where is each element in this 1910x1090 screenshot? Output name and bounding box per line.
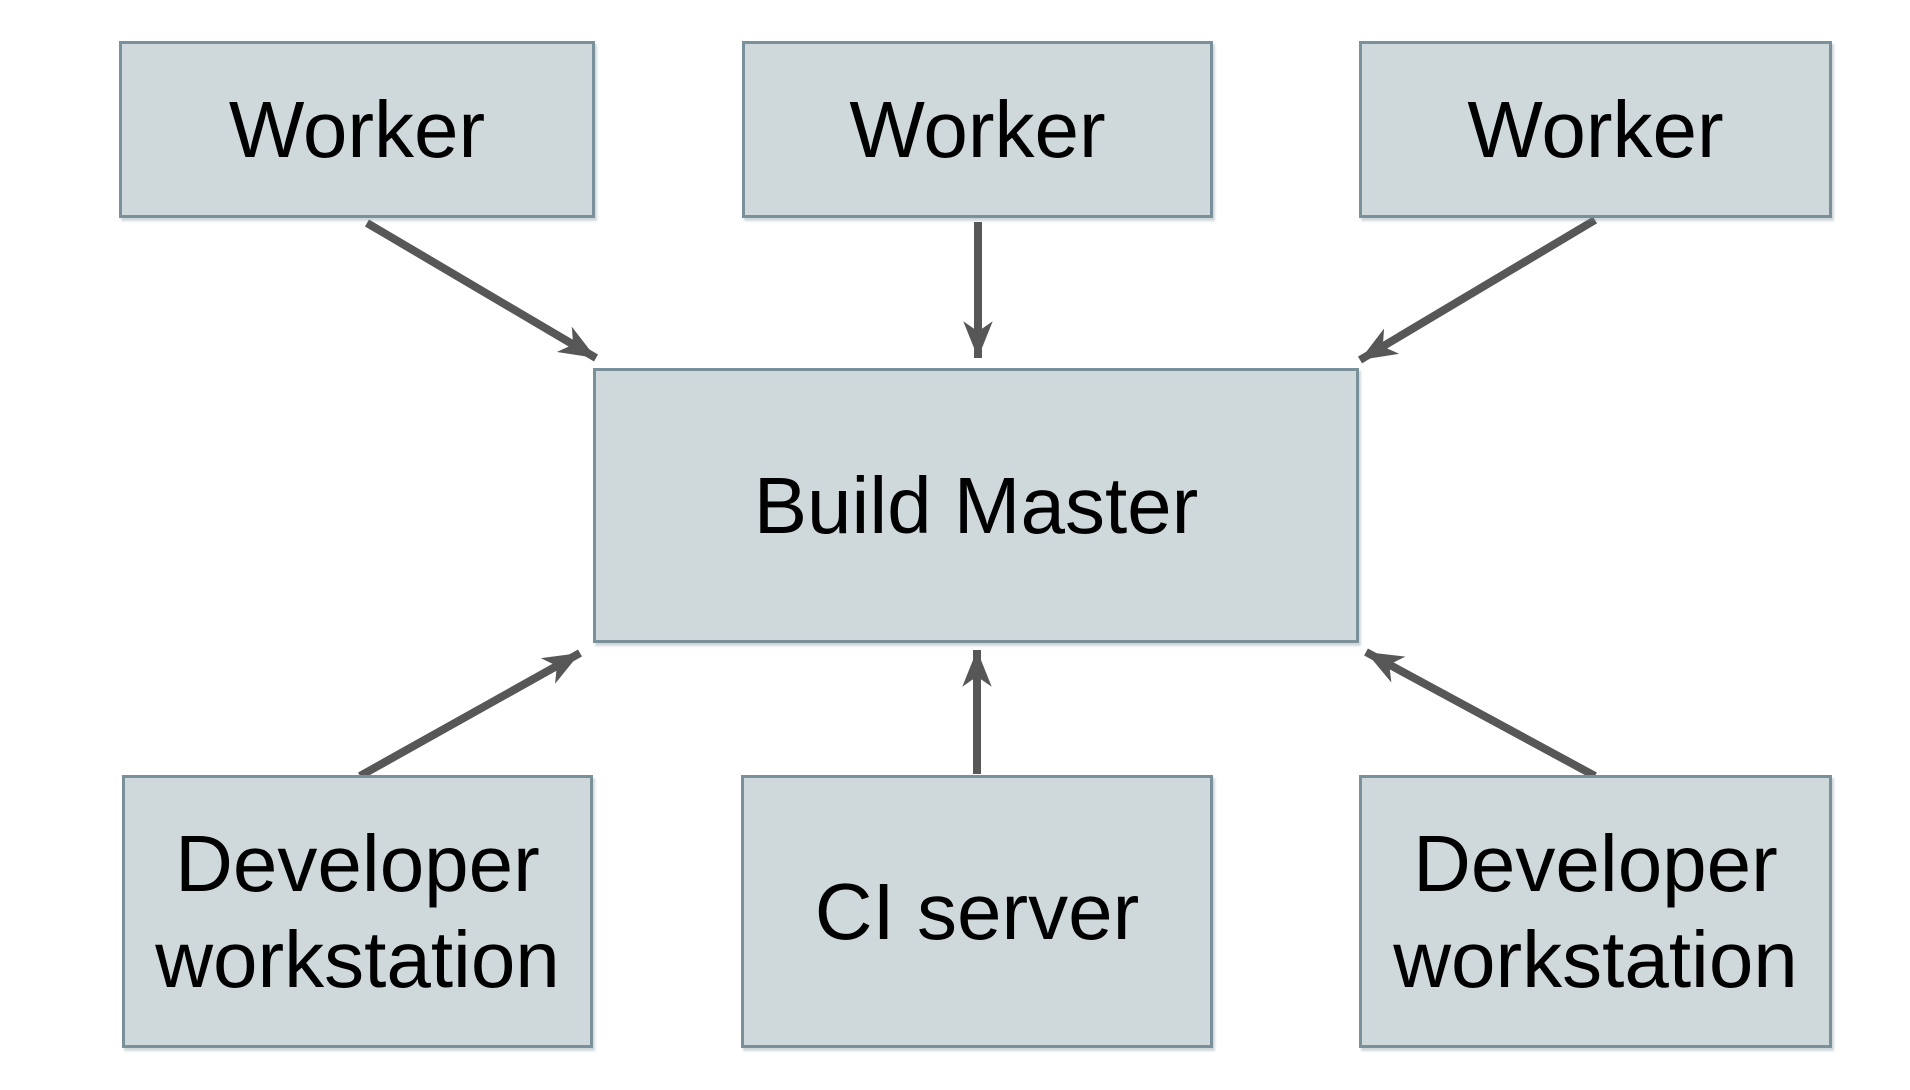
node-build-master: Build Master [593,368,1359,643]
node-developer-workstation-right: Developer workstation [1359,775,1832,1048]
node-worker-2-label: Worker [849,84,1106,174]
arrow-worker-1-to-build-master [364,219,599,362]
node-developer-workstation-left: Developer workstation [122,775,593,1048]
arrow-dev-left-to-build-master [358,649,582,780]
node-worker-1: Worker [119,41,595,218]
node-developer-workstation-left-label: Developer workstation [155,819,560,1004]
arrow-dev-right-to-build-master [1364,648,1597,780]
node-worker-3-label: Worker [1467,84,1724,174]
node-worker-3: Worker [1359,41,1832,218]
node-build-master-label: Build Master [753,460,1199,550]
node-developer-workstation-right-label: Developer workstation [1393,819,1798,1004]
node-worker-2: Worker [742,41,1213,218]
node-ci-server-label: CI server [814,866,1140,956]
node-ci-server: CI server [741,775,1213,1048]
node-worker-1-label: Worker [228,84,486,174]
arrow-worker-3-to-build-master [1357,216,1598,364]
